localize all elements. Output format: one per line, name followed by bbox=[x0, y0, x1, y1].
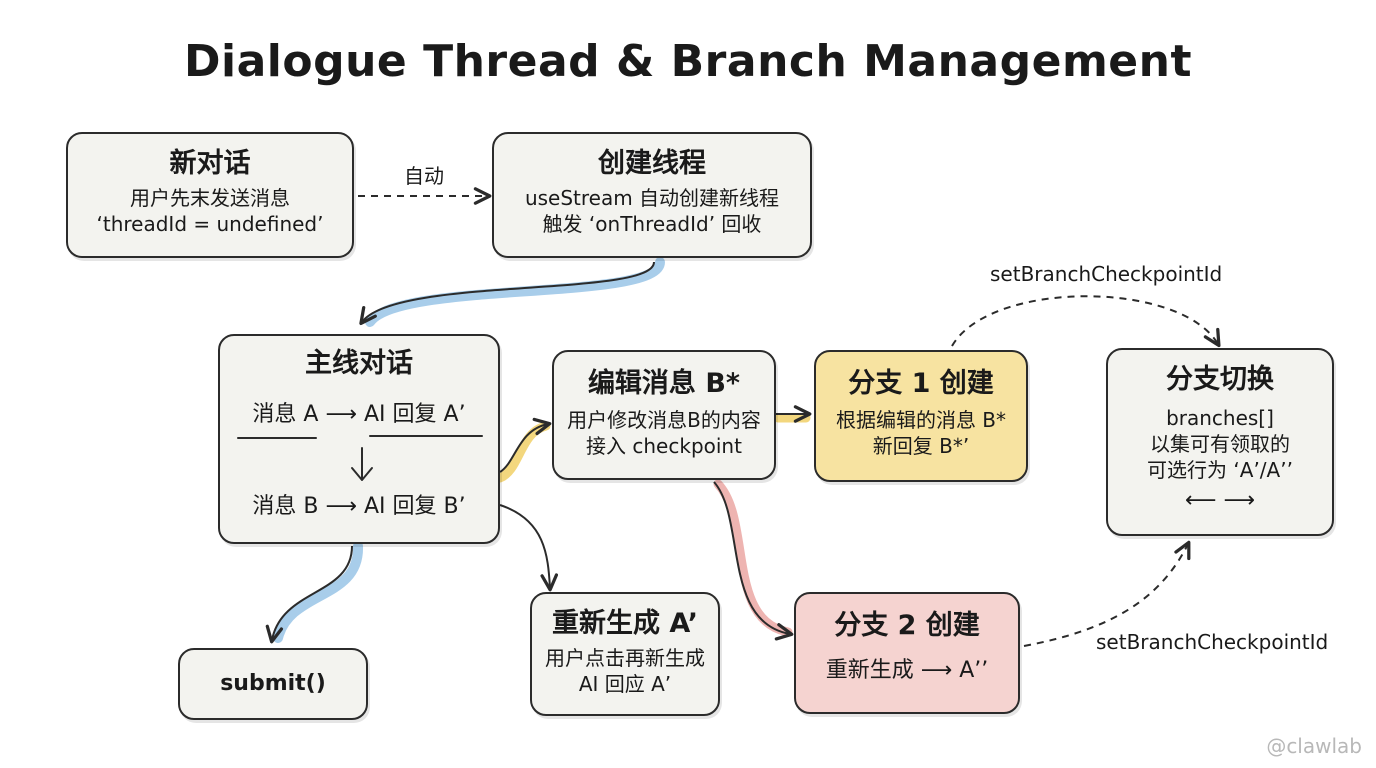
edge-main-to-regenerate bbox=[499, 504, 559, 592]
edge-branch2-to-switch bbox=[1023, 540, 1191, 647]
node-new-dialog: 新对话 用户先末发送消息 ‘threadId = undefined’ bbox=[66, 132, 354, 258]
node-branch-1-title: 分支 1 创建 bbox=[848, 368, 994, 399]
node-branch-switch-line-1: branches[] bbox=[1166, 406, 1274, 431]
node-regenerate-line-2: AI 回应 A’ bbox=[578, 672, 672, 697]
left-right-arrows-icon: ⟵ ⟶ bbox=[1184, 488, 1256, 514]
message-a-underline bbox=[237, 435, 483, 439]
edge-main-to-edit bbox=[499, 417, 552, 473]
edge-label-auto: 自动 bbox=[404, 164, 444, 188]
node-branch-1: 分支 1 创建 根据编辑的消息 B* 新回复 B*’ bbox=[814, 350, 1028, 482]
node-branch-1-line-2: 新回复 B*’ bbox=[872, 434, 970, 459]
node-main-dialog: 主线对话 消息 A ⟶ AI 回复 A’ 消息 B ⟶ AI 回复 B’ bbox=[218, 334, 500, 544]
node-branch-switch-line-3: 可选行为 ‘A’/A’’ bbox=[1147, 458, 1293, 483]
edge-edit-to-branch2-highlight bbox=[713, 479, 793, 637]
node-main-dialog-title: 主线对话 bbox=[305, 348, 413, 379]
node-branch-switch-line-2: 以集可有领取的 bbox=[1150, 432, 1290, 457]
node-branch-2-line: 重新生成 ⟶ A’’ bbox=[825, 658, 989, 684]
node-new-dialog-title: 新对话 bbox=[169, 148, 251, 179]
edge-edit-to-branch2 bbox=[713, 481, 794, 641]
node-branch-2-title: 分支 2 创建 bbox=[834, 610, 980, 641]
edge-branch1-to-switch bbox=[951, 295, 1221, 348]
node-new-dialog-line-1: 用户先末发送消息 bbox=[130, 186, 290, 211]
node-edit-message-line-2: 接入 checkpoint bbox=[586, 434, 742, 459]
edge-label-set-branch-bottom: setBranchCheckpointId bbox=[1096, 630, 1329, 654]
node-new-dialog-line-2: ‘threadId = undefined’ bbox=[96, 212, 324, 237]
node-regenerate: 重新生成 A’ 用户点击再新生成 AI 回应 A’ bbox=[530, 592, 720, 716]
edge-create-to-main bbox=[359, 261, 655, 326]
node-branch-2: 分支 2 创建 重新生成 ⟶ A’’ bbox=[794, 592, 1020, 714]
node-regenerate-title: 重新生成 A’ bbox=[551, 608, 699, 639]
node-submit-label: submit() bbox=[220, 671, 326, 696]
node-branch-switch: 分支切换 branches[] 以集可有领取的 可选行为 ‘A’/A’’ ⟵ ⟶ bbox=[1106, 348, 1334, 536]
node-regenerate-line-1: 用户点击再新生成 bbox=[545, 646, 705, 671]
node-create-thread: 创建线程 useStream 自动创建新线程 触发 ‘onThreadId’ 回… bbox=[492, 132, 812, 258]
node-branch-switch-title: 分支切换 bbox=[1166, 364, 1274, 395]
down-arrow-icon bbox=[351, 447, 373, 481]
message-a-row: 消息 A ⟶ AI 回复 A’ bbox=[252, 402, 466, 427]
node-create-thread-line-2: 触发 ‘onThreadId’ 回收 bbox=[542, 212, 762, 237]
edge-create-to-main-highlight bbox=[365, 257, 665, 327]
node-edit-message-title: 编辑消息 B* bbox=[587, 368, 741, 399]
edge-main-to-submit bbox=[265, 545, 353, 644]
message-b-row: 消息 B ⟶ AI 回复 B’ bbox=[252, 494, 466, 519]
edge-label-set-branch-top: setBranchCheckpointId bbox=[990, 262, 1223, 286]
node-branch-1-line-1: 根据编辑的消息 B* bbox=[835, 408, 1007, 433]
node-edit-message-line-1: 用户修改消息B的内容 bbox=[567, 408, 761, 433]
node-create-thread-line-1: useStream 自动创建新线程 bbox=[524, 186, 780, 211]
edge-main-to-submit-highlight bbox=[273, 541, 364, 643]
node-submit: submit() bbox=[178, 648, 368, 720]
edge-main-to-edit-highlight bbox=[495, 421, 551, 483]
watermark: @clawlab bbox=[1266, 734, 1362, 758]
node-edit-message: 编辑消息 B* 用户修改消息B的内容 接入 checkpoint bbox=[552, 350, 776, 480]
page-title: Dialogue Thread & Branch Management bbox=[183, 36, 1192, 87]
node-create-thread-title: 创建线程 bbox=[598, 148, 706, 179]
